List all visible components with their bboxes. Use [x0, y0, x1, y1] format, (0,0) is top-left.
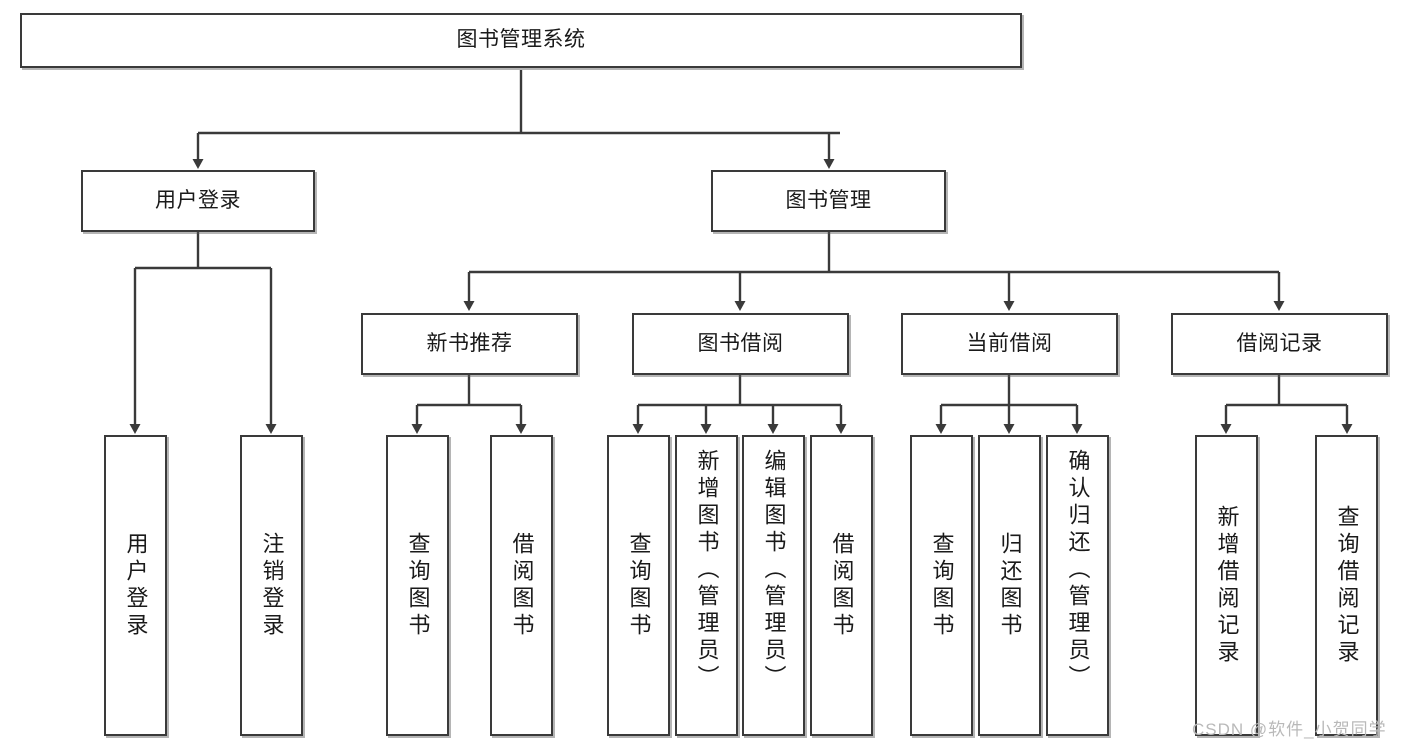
- csdn-watermark: CSDN @软件_小贺同学: [1192, 720, 1387, 739]
- node-user-login[interactable]: 用户登录: [81, 170, 315, 232]
- node-root-library-system[interactable]: 图书管理系统: [20, 13, 1022, 68]
- node-label: 归还图书: [997, 531, 1023, 640]
- node-label: 查询图书: [929, 531, 955, 640]
- node-leaf-borrow-book-recommend[interactable]: 借阅图书: [490, 435, 553, 736]
- node-label: 借阅图书: [509, 531, 535, 640]
- node-label: 当前借阅: [966, 331, 1053, 355]
- node-leaf-borrow-book[interactable]: 借阅图书: [810, 435, 873, 736]
- node-label: 编辑图书（管理员）: [761, 449, 787, 692]
- node-label: 查询图书: [405, 531, 431, 640]
- node-label: 查询图书: [626, 531, 652, 640]
- node-book-borrow[interactable]: 图书借阅: [632, 313, 849, 375]
- node-label: 用户登录: [155, 188, 241, 212]
- node-label: 图书管理: [785, 188, 872, 212]
- node-leaf-query-book-borrow[interactable]: 查询图书: [607, 435, 670, 736]
- node-label: 借阅图书: [829, 531, 855, 640]
- node-borrow-record[interactable]: 借阅记录: [1171, 313, 1388, 375]
- node-label: 新增借阅记录: [1214, 504, 1240, 667]
- node-label: 查询借阅记录: [1334, 504, 1360, 667]
- node-leaf-query-book-current[interactable]: 查询图书: [910, 435, 973, 736]
- node-leaf-add-borrow-record[interactable]: 新增借阅记录: [1195, 435, 1258, 736]
- node-current-borrow[interactable]: 当前借阅: [901, 313, 1118, 375]
- node-leaf-confirm-return-admin[interactable]: 确认归还（管理员）: [1046, 435, 1109, 736]
- node-label: 用户登录: [123, 531, 149, 640]
- node-label: 借阅记录: [1236, 331, 1323, 355]
- node-leaf-query-book-recommend[interactable]: 查询图书: [386, 435, 449, 736]
- node-leaf-query-borrow-record[interactable]: 查询借阅记录: [1315, 435, 1378, 736]
- node-label: 新增图书（管理员）: [694, 449, 720, 692]
- node-leaf-add-book-admin[interactable]: 新增图书（管理员）: [675, 435, 738, 736]
- node-leaf-return-book[interactable]: 归还图书: [978, 435, 1041, 736]
- node-label: 注销登录: [259, 531, 285, 640]
- node-leaf-user-login[interactable]: 用户登录: [104, 435, 167, 736]
- node-leaf-logout[interactable]: 注销登录: [240, 435, 303, 736]
- node-label: 图书管理系统: [456, 28, 586, 52]
- node-book-management[interactable]: 图书管理: [711, 170, 946, 232]
- node-label: 新书推荐: [426, 331, 513, 355]
- node-label: 图书借阅: [697, 331, 784, 355]
- node-label: 确认归还（管理员）: [1065, 449, 1091, 692]
- node-new-book-recommend[interactable]: 新书推荐: [361, 313, 578, 375]
- node-leaf-edit-book-admin[interactable]: 编辑图书（管理员）: [742, 435, 805, 736]
